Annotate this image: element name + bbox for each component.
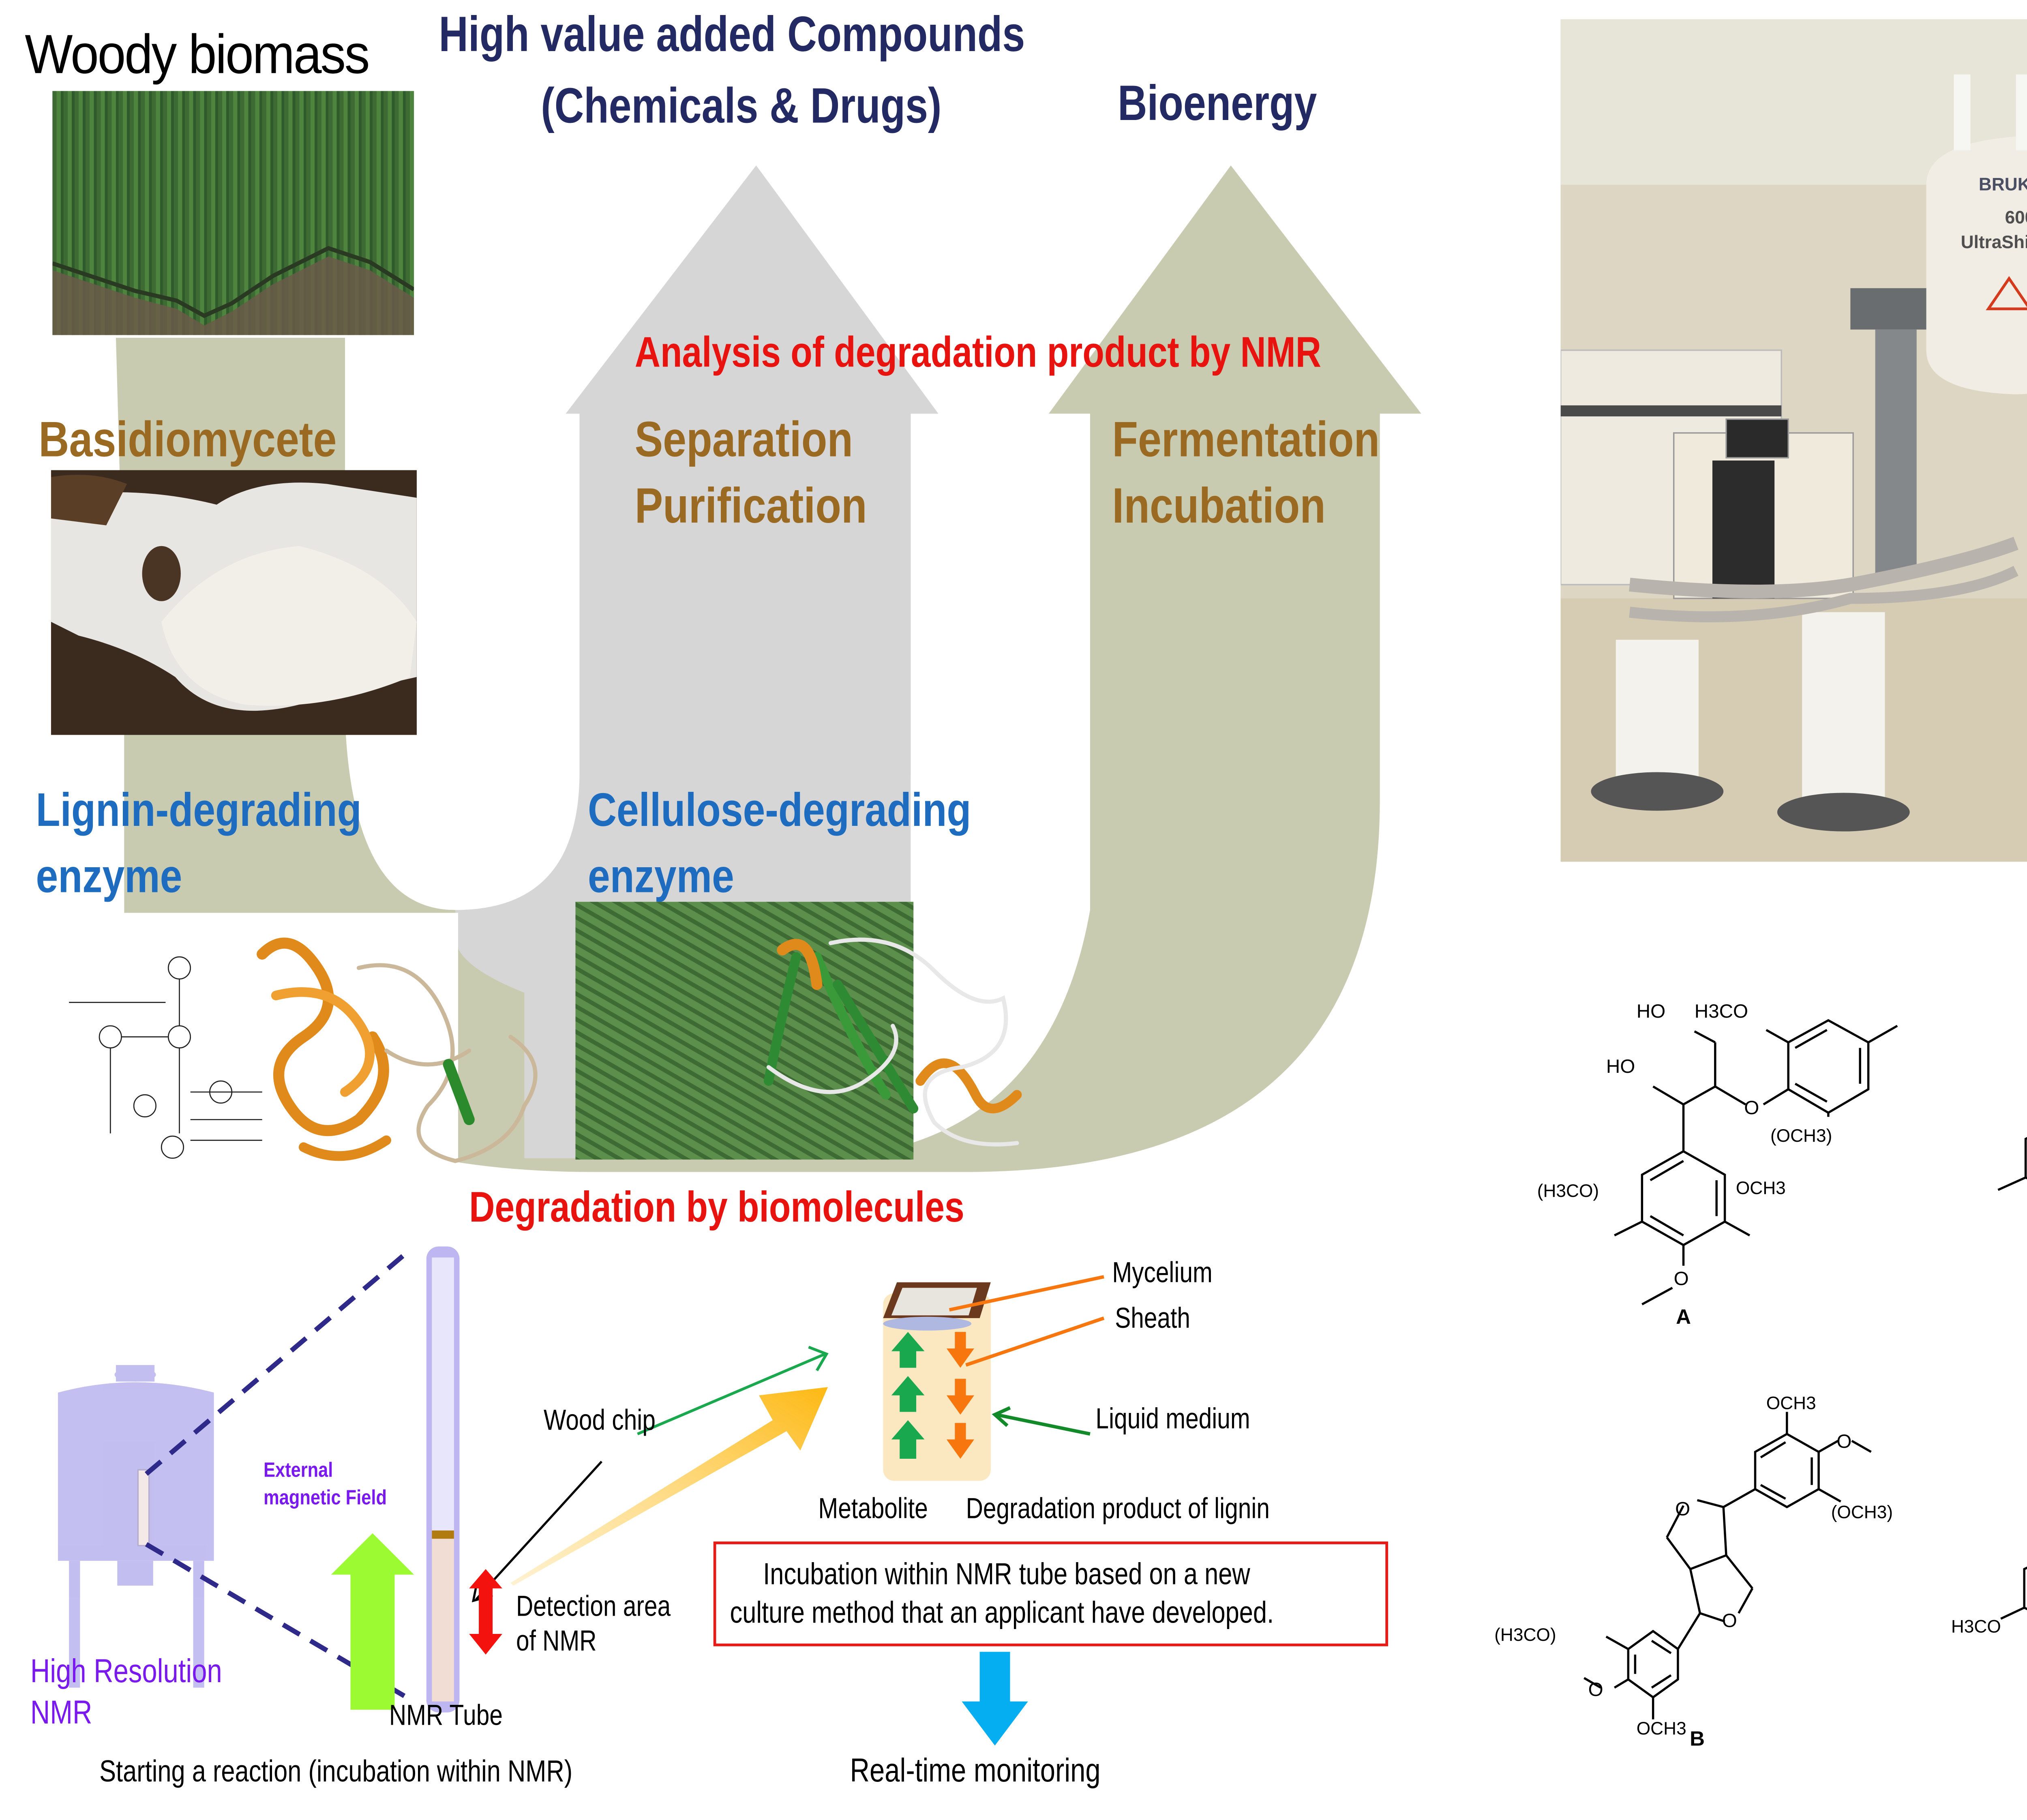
- zoom-line-top: [144, 1253, 406, 1476]
- svg-text:OCH3: OCH3: [1736, 1178, 1786, 1198]
- metabolite-arrows: [891, 1332, 925, 1459]
- structure-s-text: OH H3CO OCH3 O: [1951, 1617, 2001, 1637]
- nmr-tube-label: NMR Tube: [389, 1700, 503, 1732]
- liquid-medium-label: Liquid medium: [1095, 1404, 1250, 1436]
- incubation-note-line2: culture method that an applicant have de…: [730, 1595, 1274, 1630]
- sheath-layer: [883, 1316, 972, 1331]
- chemicals-drugs-label: (Chemicals & Drugs): [541, 77, 942, 134]
- model-name: UltraShield™: [1961, 232, 2027, 252]
- nmr-setup-diagram: [58, 1246, 829, 1713]
- separation-label: Separation: [634, 411, 853, 467]
- mycelium-pointer: [949, 1275, 1104, 1312]
- cellulose-label-line1: Cellulose-degrading: [587, 785, 971, 837]
- structure-b-text: OCH3 O (OCH3) O O (H3CO) O OCH3: [1494, 1393, 1893, 1739]
- structure-a-text: HO H3CO HO O (OCH3) (H3CO) OCH3 O: [1537, 1001, 1832, 1290]
- model-number: 600: [2005, 208, 2027, 227]
- external-field-label: External magnetic Field: [264, 1458, 387, 1513]
- sheath-pointer: [965, 1316, 1105, 1367]
- basidiomycete-label: Basidiomycete: [39, 411, 337, 467]
- forest-photo: [52, 91, 414, 335]
- svg-text:OCH3: OCH3: [1766, 1393, 1816, 1413]
- svg-text:(OCH3): (OCH3): [1770, 1126, 1832, 1146]
- sheath-label: Sheath: [1115, 1303, 1190, 1335]
- structure-a-label: A: [1676, 1305, 1691, 1328]
- wood-chip-label: Wood chip: [544, 1405, 656, 1437]
- svg-text:O: O: [1675, 1498, 1690, 1520]
- structure-g: OH OCH3 O G: [1997, 1137, 2027, 1191]
- incubation-label: Incubation: [1112, 477, 1326, 534]
- detection-area-arrow: [469, 1569, 502, 1655]
- svg-text:H3CO: H3CO: [1695, 1001, 1748, 1022]
- cellulose-label-line2: enzyme: [587, 851, 734, 903]
- zoom-line-bottom: [145, 1542, 406, 1698]
- bioenergy-label: Bioenergy: [1117, 74, 1317, 131]
- svg-text:O: O: [1836, 1431, 1851, 1452]
- lignin-label-line2: enzyme: [36, 851, 182, 903]
- incubation-note-line1: Incubation within NMR tube based on a ne…: [763, 1556, 1250, 1591]
- lignin-enzyme-label: Lignin-degrading enzyme: [36, 778, 361, 910]
- svg-text:O: O: [1722, 1610, 1737, 1631]
- wood-chip-detail-arrow: [637, 1353, 826, 1435]
- high-res-line2: NMR: [30, 1694, 92, 1732]
- nmr-instrument-photo: BRUKER 600 UltraShield™: [1560, 19, 2027, 862]
- svg-text:HO: HO: [1606, 1056, 1635, 1077]
- svg-text:(H3CO): (H3CO): [1537, 1181, 1599, 1201]
- realtime-monitoring-label: Real-time monitoring: [850, 1752, 1101, 1790]
- process-yellow-arrow: [510, 1387, 828, 1586]
- svg-text:(H3CO): (H3CO): [1494, 1625, 1556, 1645]
- incubation-note-box: Incubation within NMR tube based on a ne…: [713, 1541, 1388, 1646]
- detection-area-line2: of NMR: [516, 1625, 597, 1657]
- fermentation-label: Fermentation: [1112, 411, 1380, 467]
- realtime-arrow-icon: [962, 1652, 1028, 1746]
- analysis-label: Analysis of degradation product by NMR: [634, 328, 1322, 377]
- bruker-logo-text: BRUKER: [1979, 174, 2027, 194]
- svg-text:(OCH3): (OCH3): [1831, 1502, 1893, 1522]
- svg-text:H3CO: H3CO: [1951, 1617, 2001, 1637]
- high-resolution-nmr-label: High Resolution NMR: [30, 1652, 222, 1734]
- purification-label: Purification: [634, 477, 867, 534]
- degradation-label: Degradation by biomolecules: [469, 1183, 964, 1231]
- cellulose-enzyme-label: Cellulose-degrading enzyme: [588, 778, 971, 910]
- external-field-line2: magnetic Field: [264, 1486, 387, 1510]
- svg-text:OCH3: OCH3: [1637, 1719, 1686, 1739]
- cellulose-enzyme-image: [575, 902, 1058, 1160]
- magnetic-field-arrow: [331, 1533, 414, 1710]
- structure-b: OCH3 O (OCH3) O O (H3CO) O OCH3 B: [1494, 1393, 1893, 1750]
- mycelium-label: Mycelium: [1112, 1257, 1213, 1289]
- woody-biomass-label: Woody biomass: [25, 25, 370, 86]
- degradation-product-arrows: [946, 1332, 975, 1459]
- nmr-tube-icon: [426, 1246, 460, 1713]
- nmr-magnet-icon: [58, 1365, 214, 1688]
- structure-a: HO H3CO HO O (OCH3) (H3CO) OCH3 O A: [1537, 1001, 1898, 1328]
- high-value-compounds-label: High value added Compounds: [439, 5, 1025, 62]
- degradation-product-label: Degradation product of lignin: [966, 1493, 1270, 1525]
- structure-b-label: B: [1690, 1727, 1705, 1750]
- wood-chip-arrow: [475, 1461, 603, 1600]
- basidiomycete-photo: [51, 470, 417, 735]
- lignin-enzyme-image: [55, 913, 559, 1188]
- external-field-line1: External: [264, 1459, 333, 1482]
- high-res-line1: High Resolution: [30, 1653, 222, 1691]
- detection-area-line1: Detection area: [516, 1591, 671, 1623]
- magnet-body: [1926, 136, 2027, 394]
- warning-icon: [1986, 276, 2027, 311]
- lignin-label-line1: Lignin-degrading: [36, 785, 362, 837]
- svg-text:HO: HO: [1637, 1001, 1665, 1022]
- starting-reaction-label: Starting a reaction (incubation within N…: [99, 1754, 573, 1788]
- metabolite-label: Metabolite: [818, 1493, 928, 1525]
- detection-area-label: Detection area of NMR: [516, 1590, 671, 1659]
- structure-s: OH H3CO OCH3 O S: [1951, 1566, 2027, 1637]
- svg-text:O: O: [1588, 1679, 1603, 1700]
- svg-text:O: O: [1744, 1097, 1759, 1119]
- culture-diagram: [883, 1275, 1105, 1481]
- svg-text:O: O: [1674, 1268, 1689, 1290]
- liquid-medium-pointer: [996, 1413, 1091, 1436]
